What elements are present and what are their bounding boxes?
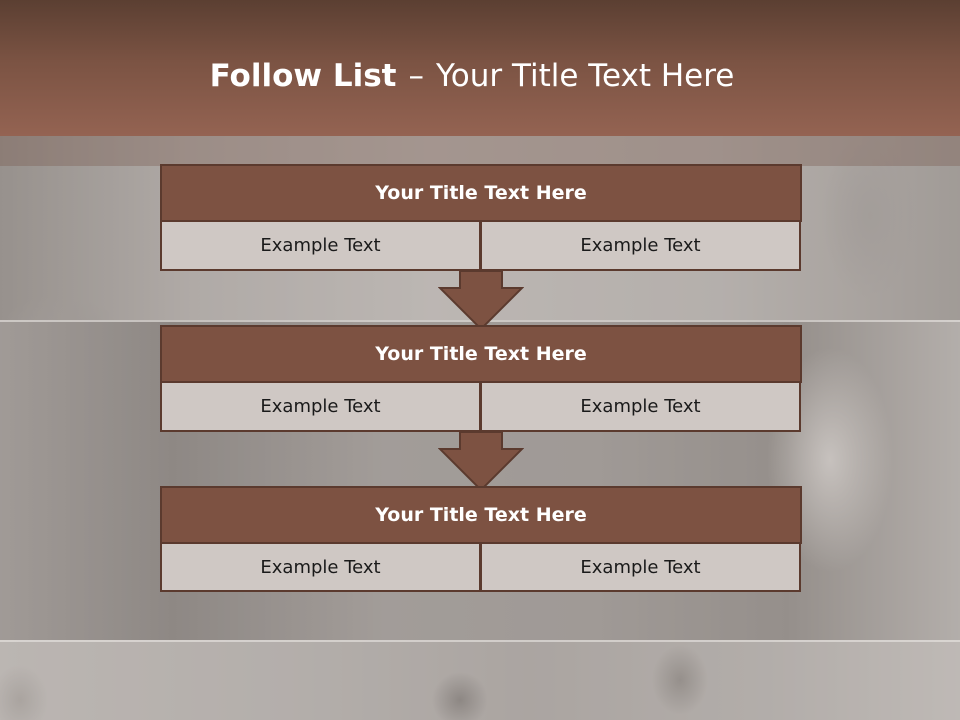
down-arrow-icon <box>438 270 524 331</box>
list-block-3: Your Title Text Here Example Text Exampl… <box>160 486 802 593</box>
block-right-cell: Example Text <box>480 220 801 271</box>
block-left-cell: Example Text <box>160 542 481 592</box>
background-divider <box>0 640 960 642</box>
slide-title-separator: – <box>408 58 424 94</box>
block-left-cell: Example Text <box>160 381 481 432</box>
block-left-cell: Example Text <box>160 220 481 271</box>
down-arrow-icon <box>438 431 524 492</box>
block-right-cell: Example Text <box>480 381 801 432</box>
block-title: Your Title Text Here <box>160 164 802 222</box>
block-right-cell: Example Text <box>480 542 801 592</box>
title-bar <box>0 0 960 136</box>
slide-title-rest: Your Title Text Here <box>435 58 735 94</box>
slide-title: Follow List–Your Title Text Here <box>0 54 944 98</box>
background-photo-strip <box>0 640 960 720</box>
block-title: Your Title Text Here <box>160 486 802 544</box>
block-title: Your Title Text Here <box>160 325 802 383</box>
slide-title-strong: Follow List <box>209 58 397 94</box>
list-block-2: Your Title Text Here Example Text Exampl… <box>160 325 802 432</box>
title-bar-shadow <box>0 136 960 166</box>
list-block-1: Your Title Text Here Example Text Exampl… <box>160 164 802 271</box>
